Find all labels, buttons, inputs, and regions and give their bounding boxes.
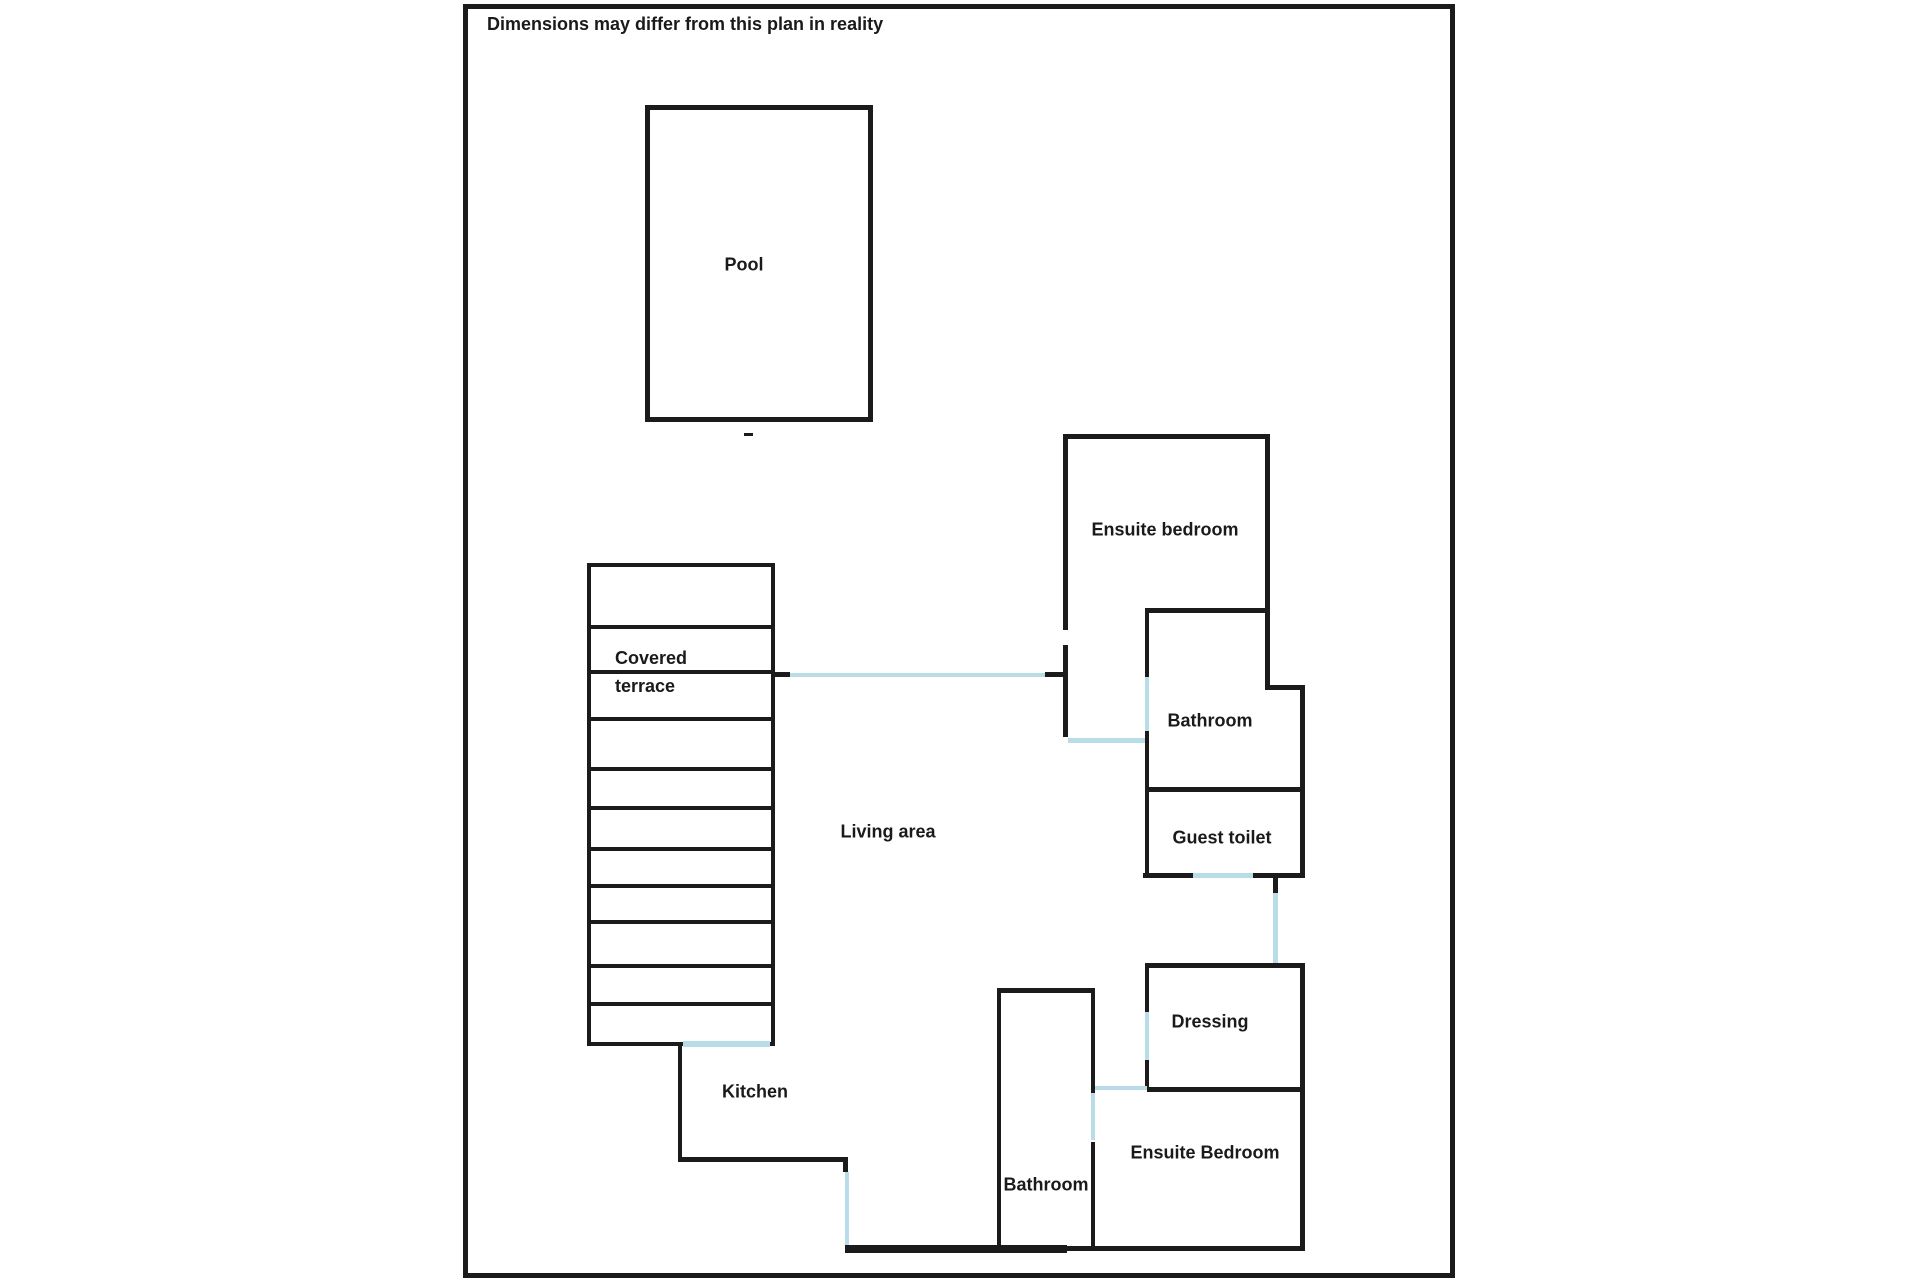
wall-bathroom-mid-left-upper — [1145, 608, 1149, 677]
terrace-slat-line — [587, 767, 775, 771]
terrace-slat-line — [587, 806, 775, 810]
wall-guesttoilet-left — [1145, 790, 1149, 875]
dressing-label: Dressing — [1171, 1011, 1249, 1032]
ensuite-bedroom-bottom-label: Ensuite Bedroom — [1130, 1142, 1280, 1163]
terrace-label-line1: Covered — [615, 648, 688, 668]
terrace-slat-line — [587, 847, 775, 851]
kitchen-label: Kitchen — [721, 1081, 789, 1102]
wall-dressing-ensuite-divider — [1147, 1087, 1305, 1092]
wall-tick-below-guesttoilet — [1273, 878, 1278, 893]
wall-kitchen-bottom — [678, 1157, 848, 1162]
wall-right-outer-lower — [1300, 963, 1305, 1250]
wall-dressing-left-upper — [1145, 963, 1149, 1012]
door-guesttoilet-dressing — [1273, 893, 1278, 963]
plan-outer-border — [463, 4, 1455, 1278]
pool-label: Pool — [724, 254, 764, 275]
wall-guesttoilet-bottom-right — [1253, 873, 1305, 878]
wall-ensuite-top-top — [1063, 434, 1270, 439]
wall-guesttoilet-bottom-left — [1143, 873, 1193, 878]
pool-outline — [645, 105, 873, 422]
wall-kitchen-left — [678, 1045, 682, 1162]
wall-step-right — [1265, 685, 1305, 690]
wall-ensuite-top-left-upper — [1063, 434, 1068, 630]
wall-ensuite-top-left-lower — [1063, 645, 1068, 737]
terrace-bottom-opening — [683, 1041, 770, 1047]
door-ensuite-top-bottom — [1068, 738, 1145, 743]
wall-bathroom-bottom-right-upper — [1091, 988, 1095, 1093]
wall-bathroom-guesttoilet-divider — [1145, 787, 1305, 792]
wall-bottom-thin — [1067, 1246, 1305, 1251]
wall-bathroom-bottom-top — [997, 988, 1092, 993]
door-terrace-living — [790, 673, 1045, 677]
wall-tick-living-left — [1045, 672, 1063, 677]
wall-bathroom-mid-left-lower — [1145, 731, 1149, 790]
pool-step-mark — [744, 433, 753, 436]
bathroom-middle-label: Bathroom — [1167, 710, 1253, 731]
wall-tick-kitchen-corner — [843, 1157, 848, 1172]
terrace-slat-line — [587, 964, 775, 968]
door-guesttoilet-bottom — [1193, 873, 1253, 878]
wall-bottom-thick — [845, 1245, 1067, 1253]
door-dressing-bathroom-link — [1095, 1086, 1147, 1090]
door-dressing-left — [1145, 1012, 1149, 1060]
wall-tick-terrace-right — [775, 672, 790, 677]
terrace-outline — [587, 563, 775, 1046]
wall-ensuite-top-right — [1265, 434, 1270, 690]
terrace-slat-line — [587, 625, 775, 629]
wall-bathroom-bottom-left — [997, 988, 1001, 1250]
door-bathroom-bottom-right — [1091, 1093, 1095, 1140]
terrace-slat-line — [587, 920, 775, 924]
terrace-slat-line — [587, 717, 775, 721]
ensuite-bedroom-top-label: Ensuite bedroom — [1091, 519, 1239, 540]
door-kitchen-south — [845, 1172, 849, 1245]
door-bathroom-mid-left — [1145, 677, 1149, 731]
terrace-slat-line — [587, 884, 775, 888]
wall-bathroom-bottom-right-lower — [1091, 1142, 1095, 1250]
bathroom-bottom-label: Bathroom — [1003, 1174, 1089, 1195]
guest-toilet-label: Guest toilet — [1172, 827, 1272, 848]
terrace-label-line2: terrace — [615, 676, 676, 696]
disclaimer-text: Dimensions may differ from this plan in … — [487, 14, 884, 34]
terrace-slat-line — [587, 1002, 775, 1006]
wall-bathroom-mid-top — [1147, 608, 1270, 613]
living-area-label: Living area — [840, 821, 936, 842]
wall-dressing-top — [1145, 963, 1305, 968]
wall-dressing-left-lower — [1145, 1060, 1149, 1090]
terrace-slat-line — [587, 670, 775, 674]
wall-right-outer-mid — [1300, 690, 1305, 875]
